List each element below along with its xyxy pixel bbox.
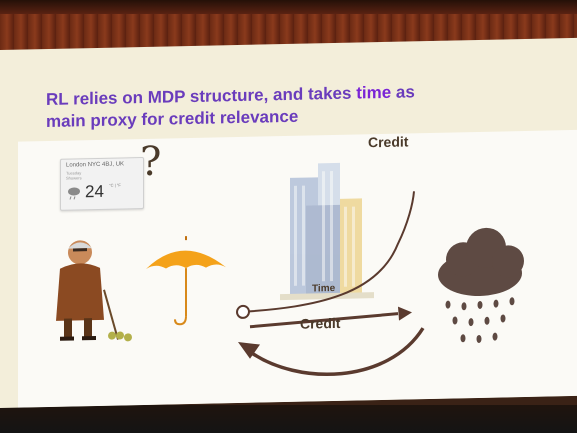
credit-return-arrow-head xyxy=(238,342,260,359)
grandpa-illustration xyxy=(56,240,132,342)
time-arrow xyxy=(249,312,399,329)
title-line-2: main proxy for credit relevance xyxy=(46,106,299,132)
return-credit-label: Credit xyxy=(300,314,341,332)
diagram-graphics xyxy=(56,162,524,376)
rain-cloud-icon xyxy=(438,227,524,343)
title-prefix: RL relies on MDP structure, and takes xyxy=(46,83,357,110)
title-middle: as xyxy=(391,82,415,102)
credit-growth-curve xyxy=(239,191,415,313)
title-highlight: time xyxy=(356,82,392,103)
slide-title: RL relies on MDP structure, and takes ti… xyxy=(46,80,476,133)
buildings-illustration xyxy=(280,162,374,301)
presentation-slide: RL relies on MDP structure, and takes ti… xyxy=(0,37,577,408)
weather-icon xyxy=(68,187,80,200)
time-label: Time xyxy=(312,282,336,295)
weather-widget: London NYC 4BJ, UK Tuesday Showers 24 °C… xyxy=(60,156,144,211)
stage-floor xyxy=(0,405,577,433)
ceiling-shadow xyxy=(0,0,577,14)
curve-start-node xyxy=(236,304,250,319)
time-arrow-head xyxy=(398,306,412,321)
curve-credit-label: Credit xyxy=(368,133,409,151)
umbrella-icon xyxy=(146,236,226,326)
diagram-panel: London NYC 4BJ, UK Tuesday Showers 24 °C… xyxy=(18,129,577,408)
credit-return-arrow xyxy=(248,327,425,376)
